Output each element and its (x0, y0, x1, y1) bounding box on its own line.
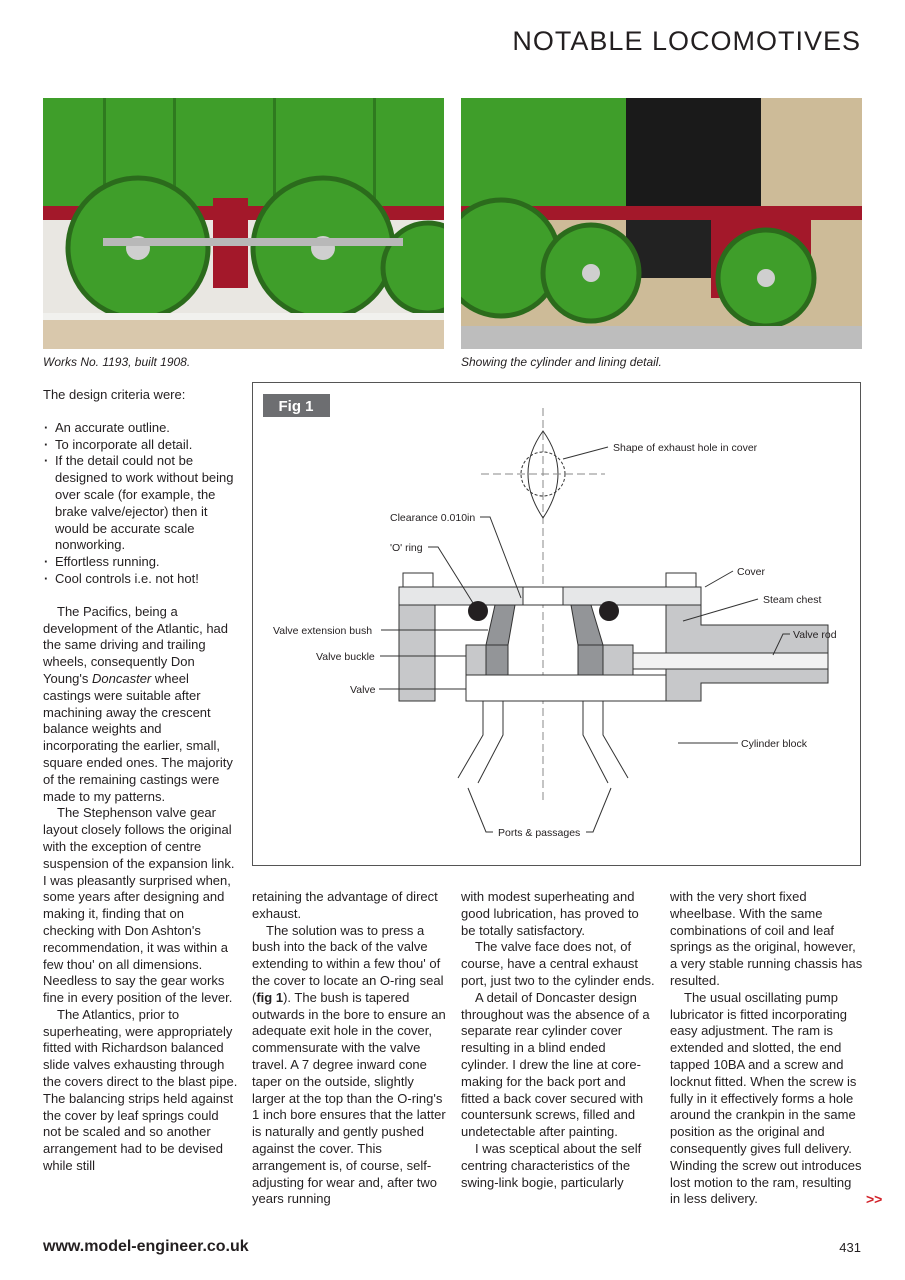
label-cylinder-block: Cylinder block (741, 738, 808, 750)
text-column-1: The design criteria were: An accurate ou… (43, 387, 238, 1175)
photo-caption-right: Showing the cylinder and lining detail. (461, 355, 662, 369)
section-header: NOTABLE LOCOMOTIVES (512, 26, 861, 56)
paragraph: The Stephenson valve gear layout closely… (43, 805, 235, 1006)
list-item: To incorporate all detail. (43, 437, 238, 454)
list-item: Cool controls i.e. not hot! (43, 571, 238, 588)
figure-label: Fig 1 (278, 398, 313, 415)
paragraph: with modest superheating and good lubric… (461, 889, 639, 938)
text-column-4: with the very short fixed wheelbase. Wit… (670, 889, 865, 1208)
label-o-ring: 'O' ring (390, 542, 423, 554)
continue-arrow-icon: >> (866, 1191, 883, 1207)
list-item: An accurate outline. (43, 420, 238, 437)
label-valve: Valve (350, 684, 376, 696)
paragraph: The Atlantics, prior to superheating, we… (43, 1006, 238, 1174)
paragraph: retaining the advantage of direct exhaus… (252, 889, 438, 921)
criteria-list: An accurate outline. To incorporate all … (43, 420, 238, 588)
paragraph: The usual oscillating pump lubricator is… (670, 989, 862, 1207)
text-column-2: retaining the advantage of direct exhaus… (252, 889, 447, 1208)
label-valve-extension-bush: Valve extension bush (273, 625, 372, 637)
paragraph: The solution was to press a bush into th… (252, 922, 446, 1207)
label-steam-chest: Steam chest (763, 594, 821, 606)
paragraph: I was sceptical about the self centring … (461, 1140, 642, 1190)
label-valve-buckle: Valve buckle (316, 651, 375, 663)
label-exhaust-hole: Shape of exhaust hole in cover (613, 442, 758, 454)
criteria-intro: The design criteria were: (43, 387, 186, 402)
locomotive-photo-left (43, 98, 444, 349)
paragraph: A detail of Doncaster design throughout … (461, 989, 650, 1140)
page-number: 431 (839, 1240, 861, 1255)
list-item: Effortless running. (43, 554, 238, 571)
text-column-3: with modest superheating and good lubric… (461, 889, 656, 1191)
figure-1-diagram: Fig 1 (252, 382, 861, 866)
website-url[interactable]: www.model-engineer.co.uk (43, 1238, 249, 1255)
cylinder-detail-photo (461, 98, 862, 349)
paragraph: The Pacifics, being a development of the… (43, 603, 233, 804)
label-valve-rod: Valve rod (793, 629, 837, 641)
label-ports-passages: Ports & passages (498, 827, 580, 839)
list-item: If the detail could not be designed to w… (43, 453, 238, 554)
photo-caption-left: Works No. 1193, built 1908. (43, 355, 191, 369)
label-cover: Cover (737, 566, 766, 578)
paragraph: The valve face does not, of course, have… (461, 939, 655, 988)
label-clearance: Clearance 0.010in (390, 512, 475, 524)
figure-label-box (263, 394, 330, 417)
paragraph: with the very short fixed wheelbase. Wit… (670, 889, 863, 988)
